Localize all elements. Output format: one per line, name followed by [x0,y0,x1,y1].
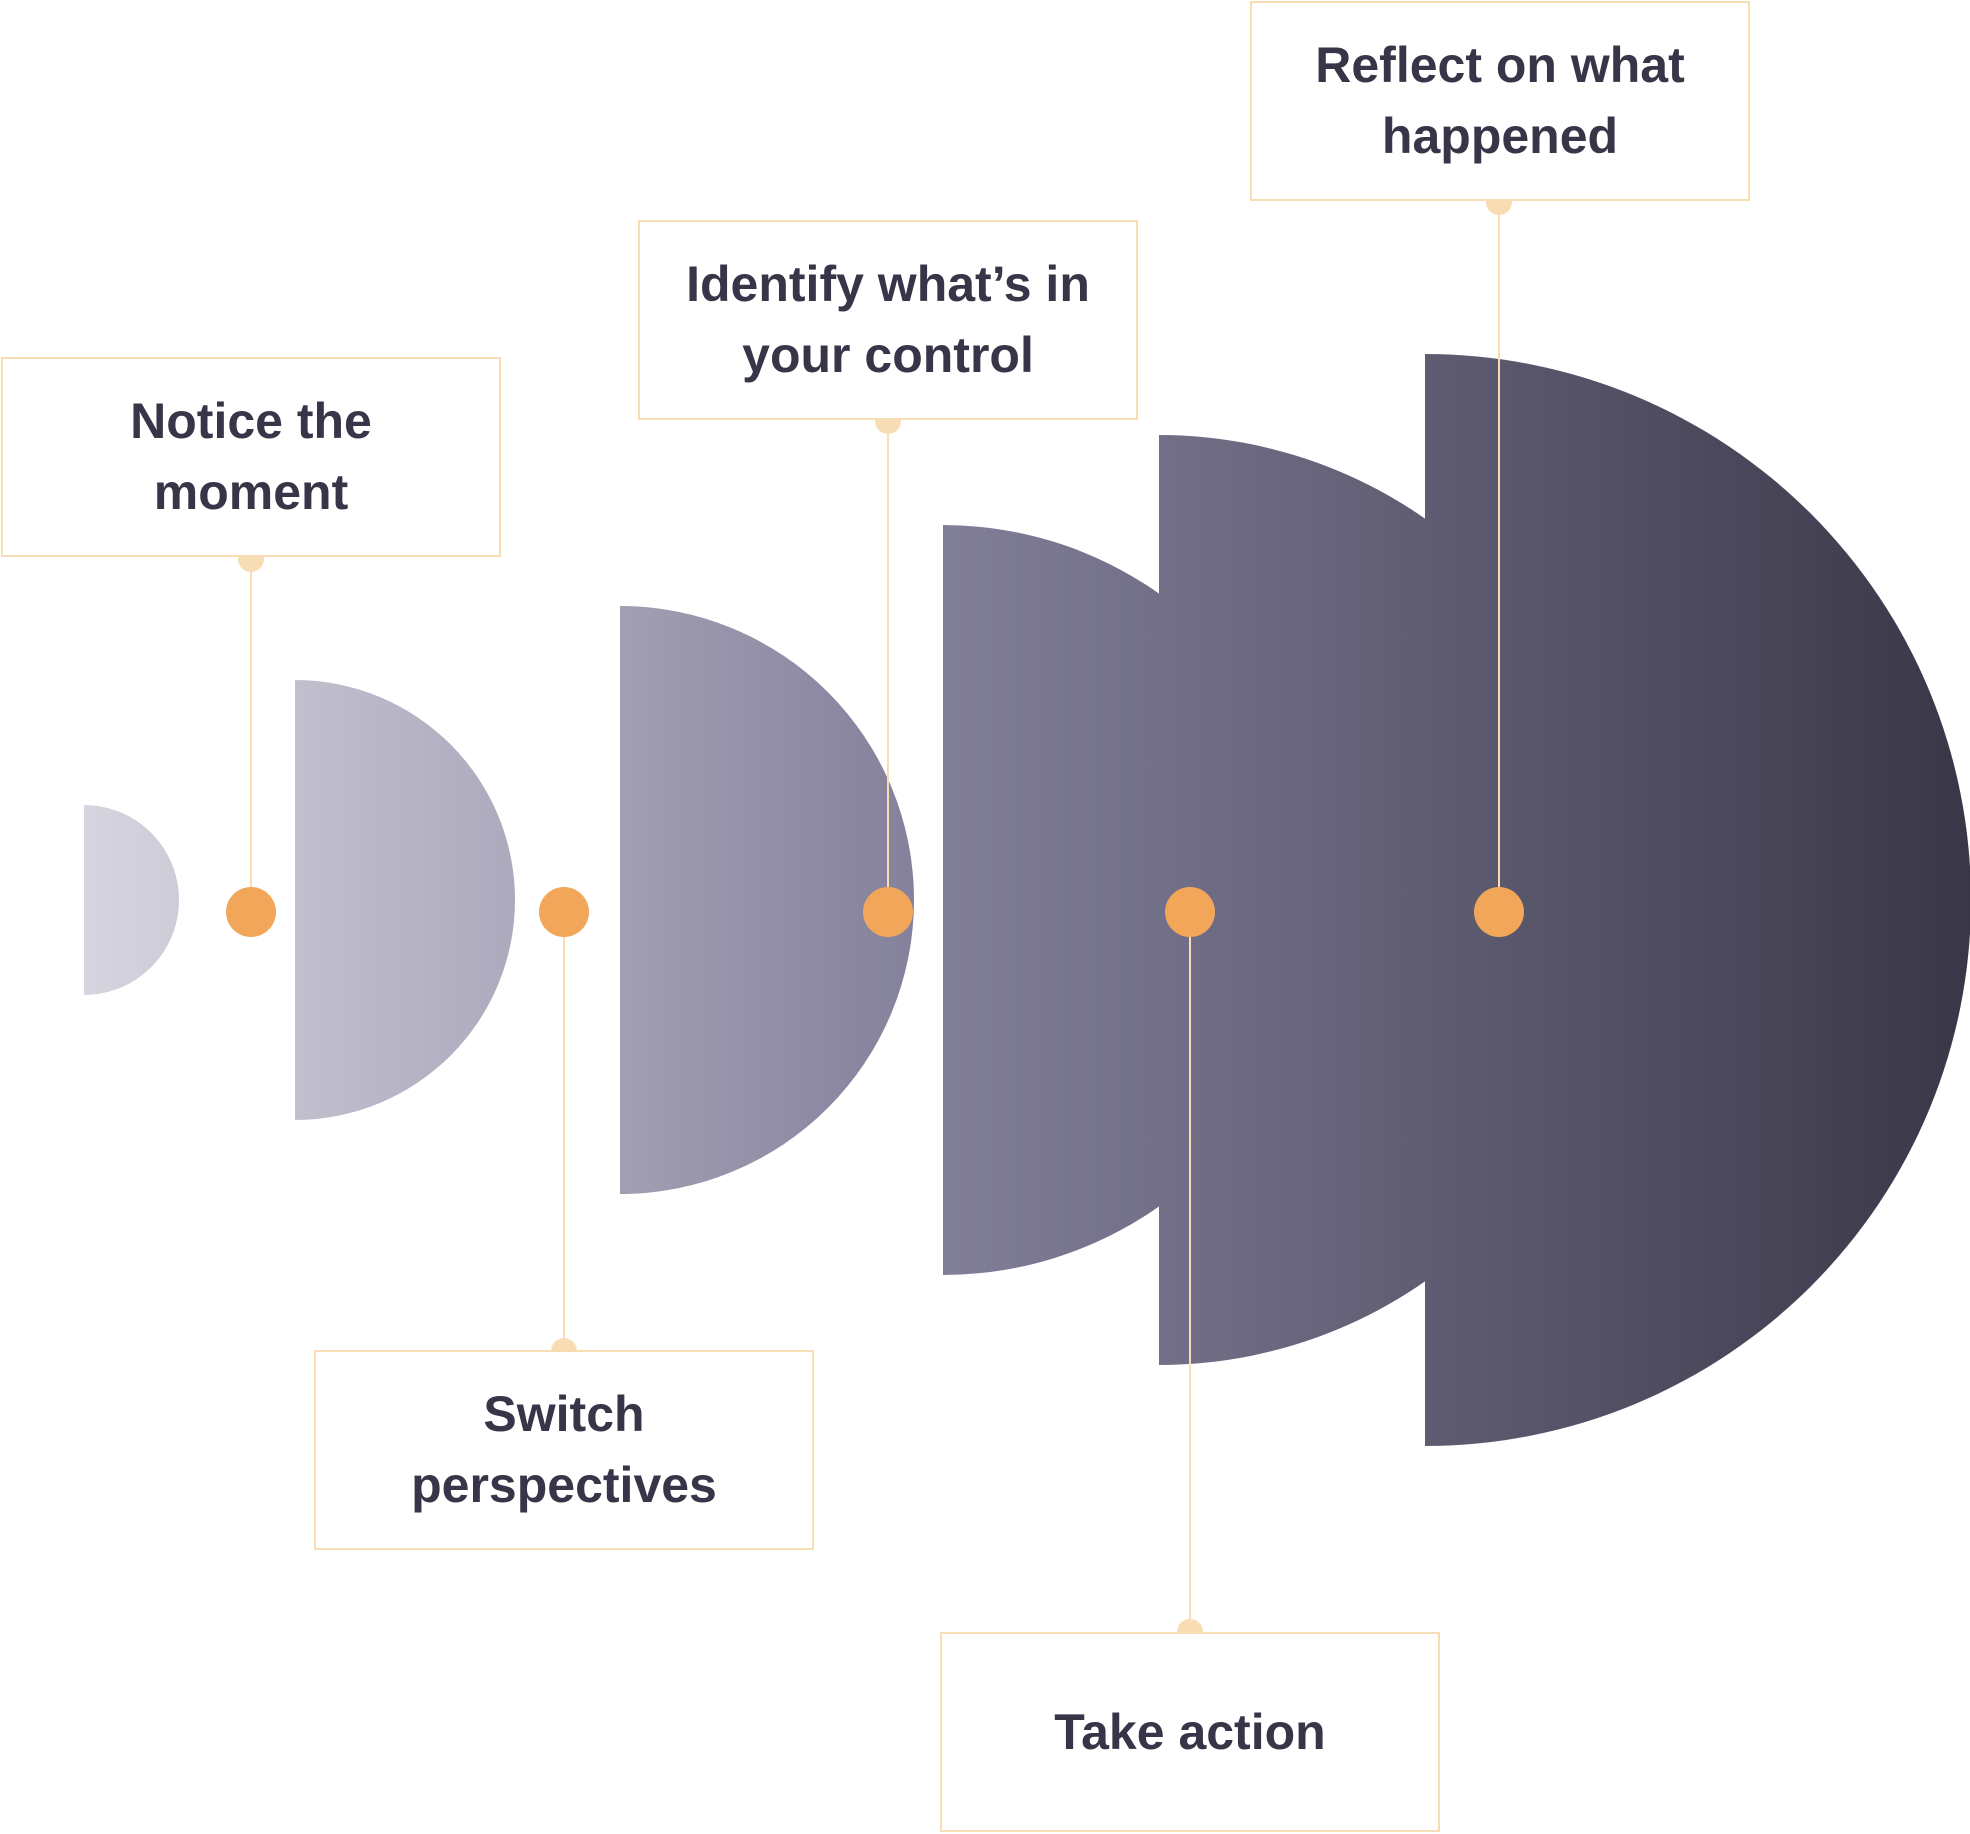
step-marker-2 [539,887,589,937]
step-box-notice: Notice the moment [1,357,501,557]
half-disc-2 [295,680,515,1120]
step-marker-4 [1165,887,1215,937]
step-label-notice: Notice the moment [130,393,372,520]
step-box-reflect: Reflect on what happened [1250,1,1750,201]
step-label-identify: Identify what’s in your control [686,256,1090,383]
half-disc-6 [1425,354,1970,1446]
half-disc-3 [620,606,914,1194]
step-box-switch: Switch perspectives [314,1350,814,1550]
half-disc-1 [84,805,179,995]
step-marker-1 [226,887,276,937]
step-label-take-action: Take action [1054,1703,1326,1760]
step-label-reflect: Reflect on what happened [1315,37,1685,164]
step-box-identify: Identify what’s in your control [638,220,1138,420]
step-marker-3 [863,887,913,937]
step-marker-5 [1474,887,1524,937]
step-box-take-action: Take action [940,1632,1440,1832]
step-label-switch: Switch perspectives [411,1386,717,1513]
